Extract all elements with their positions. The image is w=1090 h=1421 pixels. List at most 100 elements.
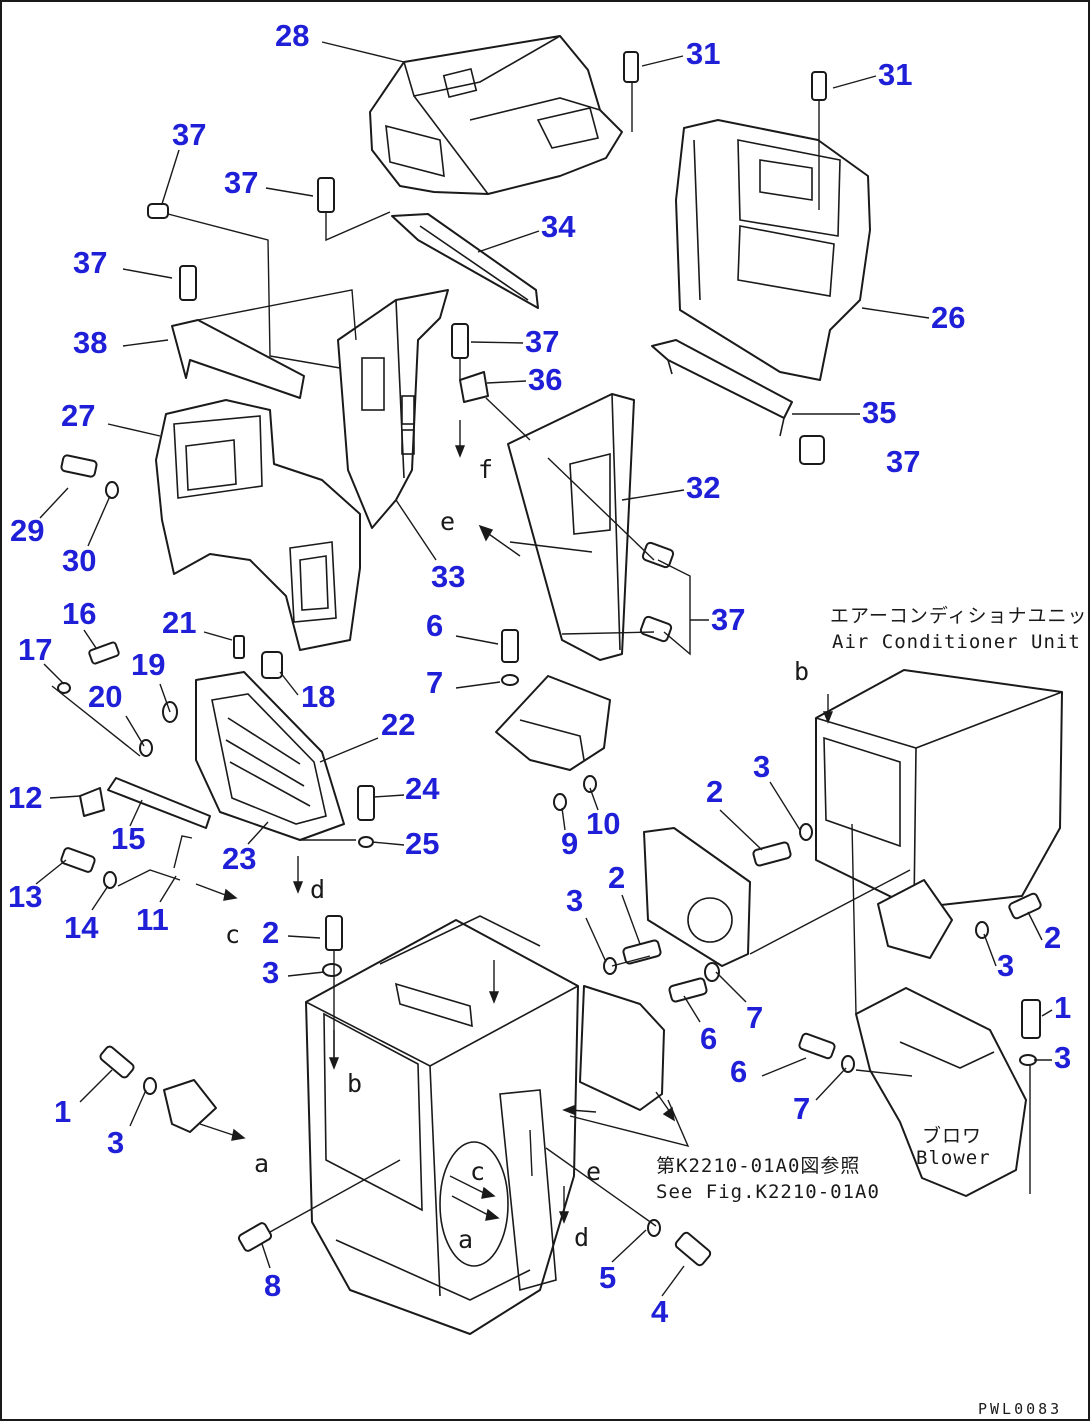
callout-30: 30 (62, 543, 96, 578)
part-27-duct-housing (155, 399, 361, 651)
leader-c30 (87, 495, 111, 547)
part-35-strip (651, 339, 793, 437)
leader-c34 (477, 230, 540, 253)
leader-c7a (455, 681, 501, 689)
leader-c8 (261, 1243, 271, 1269)
blower-label-jp: ブロワ (922, 1124, 982, 1147)
callout-7: 7 (746, 1000, 763, 1035)
leader-c7b (715, 971, 747, 1003)
assembly-lines (51, 82, 1031, 1233)
ac-unit-label-en: Air Conditioner Unit (832, 631, 1081, 653)
callout-37: 37 (224, 165, 258, 200)
bolts (60, 51, 1042, 1267)
callout-1: 1 (54, 1094, 71, 1129)
part-22-grille (195, 671, 345, 841)
callout-29: 29 (10, 513, 44, 548)
callout-31: 31 (686, 36, 720, 71)
leader-c4 (661, 1265, 685, 1297)
callout-16: 16 (62, 596, 96, 631)
callout-36: 36 (528, 362, 562, 397)
leader-c2a (719, 809, 763, 851)
callout-leaders (35, 41, 1053, 1297)
leader-c9 (561, 807, 566, 831)
part-15-rod (107, 777, 211, 829)
callout-28: 28 (275, 18, 309, 53)
ref-letter-f: f (478, 455, 493, 484)
ref-letter-b: b (347, 1069, 362, 1098)
leader-c27 (107, 423, 161, 437)
callout-24: 24 (405, 771, 440, 806)
leader-c32 (621, 489, 685, 501)
leader-c37a (161, 149, 180, 205)
ref-letter-d: d (574, 1223, 589, 1252)
ref-letter-a: a (254, 1149, 269, 1178)
leader-c37c (122, 268, 173, 279)
leader-c19 (159, 683, 171, 713)
leader-c3c (287, 971, 325, 977)
ac-unit-label-jp: エアーコンディショナユニット (830, 605, 1090, 627)
leader-c15 (129, 799, 143, 827)
part-12-clip (79, 787, 105, 817)
leader-c1a (1041, 1009, 1053, 1017)
callout-5: 5 (599, 1260, 616, 1295)
leader-c23 (247, 821, 269, 845)
leader-c5 (611, 1229, 647, 1263)
leader-c37b (265, 187, 314, 197)
callout-11: 11 (136, 902, 169, 937)
leader-c13 (35, 859, 67, 885)
callout-3: 3 (262, 955, 279, 990)
leader-c3b (585, 917, 607, 963)
callout-4: 4 (651, 1294, 669, 1329)
part-26-side-panel (675, 119, 871, 381)
ref-letter-a: a (458, 1225, 473, 1254)
leader-c26 (861, 307, 930, 319)
callout-17: 17 (18, 632, 52, 667)
leader-c6c (761, 1057, 807, 1077)
leader-c10 (589, 787, 599, 811)
callout-2: 2 (262, 915, 279, 950)
leader-c31b (832, 75, 877, 89)
leader-c21 (203, 631, 233, 641)
leader-c3f (129, 1089, 147, 1127)
callout-3: 3 (107, 1125, 124, 1160)
side-plate (579, 985, 665, 1111)
callout-33: 33 (431, 559, 465, 594)
left-small-bracket (163, 1079, 217, 1133)
callout-10: 10 (586, 806, 620, 841)
callout-3: 3 (1054, 1040, 1071, 1075)
leader-c11 (159, 875, 177, 903)
ref-letter-c: c (470, 1157, 485, 1186)
leader-c22 (319, 737, 379, 763)
leader-c12 (49, 795, 81, 799)
callout-38: 38 (73, 325, 107, 360)
see-fig-label-jp: 第K2210-01A0図参照 (656, 1155, 860, 1177)
callout-22: 22 (381, 707, 415, 742)
drawing-code: PWL0083 (978, 1400, 1062, 1418)
callout-7: 7 (793, 1091, 810, 1126)
see-fig-label-en: See Fig.K2210-01A0 (656, 1181, 880, 1203)
part-34-panel (391, 213, 539, 309)
callout-19: 19 (131, 647, 165, 682)
callout-20: 20 (88, 679, 122, 714)
leader-c16 (83, 629, 97, 649)
leader-c7c (815, 1067, 847, 1101)
callout-3: 3 (753, 749, 770, 784)
air-conditioner-unit (815, 669, 1063, 959)
ref-letter-b: b (794, 657, 809, 686)
callout-26: 26 (931, 300, 965, 335)
callout-3: 3 (997, 948, 1014, 983)
part-36-bracket (459, 371, 489, 403)
leader-c29 (39, 487, 69, 519)
callout-6: 6 (426, 608, 443, 643)
callout-2: 2 (1044, 920, 1061, 955)
callout-3: 3 (566, 883, 583, 918)
callout-14: 14 (64, 910, 99, 945)
callout-25: 25 (405, 826, 439, 861)
callout-6: 6 (700, 1021, 717, 1056)
callout-2: 2 (706, 774, 723, 809)
main-frame (305, 915, 579, 1335)
part-33-duct (337, 289, 449, 529)
washers (57, 481, 1037, 1237)
